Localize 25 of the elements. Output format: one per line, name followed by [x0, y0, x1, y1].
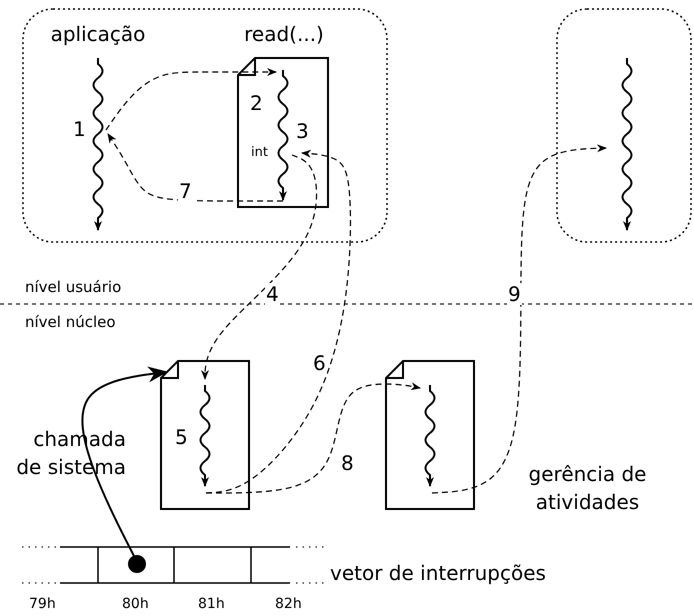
dashed-arrow — [201, 154, 318, 380]
dashed-arrow — [432, 144, 607, 494]
dashed-arrow — [206, 382, 421, 494]
vector-index: 79h — [29, 597, 56, 612]
text-label: int — [251, 146, 268, 160]
text-label: 3 — [296, 120, 309, 142]
arrow — [81, 366, 168, 556]
node-caption: gerência de atividades — [528, 461, 648, 516]
vector-index: 81h — [198, 597, 225, 612]
dashed-arrow — [106, 68, 277, 130]
edge-label: 7 — [178, 180, 193, 202]
text-label: nível núcleo — [25, 314, 116, 330]
node-heading: read(...) — [243, 22, 325, 46]
text-label: vetor de interrupções — [330, 562, 546, 584]
text-label: 2 — [250, 92, 263, 114]
text-label: 5 — [175, 426, 188, 448]
vector-index: 82h — [275, 597, 302, 612]
vector-index: 80h — [122, 597, 149, 612]
text-label: 1 — [73, 118, 86, 140]
edge-label: 9 — [507, 283, 522, 305]
dashed-arrow — [107, 133, 283, 202]
dashed-arrow — [206, 150, 352, 494]
text-label: nível usuário — [25, 279, 122, 296]
edge-label: 4 — [265, 283, 280, 305]
node-heading: aplicação — [50, 22, 146, 46]
